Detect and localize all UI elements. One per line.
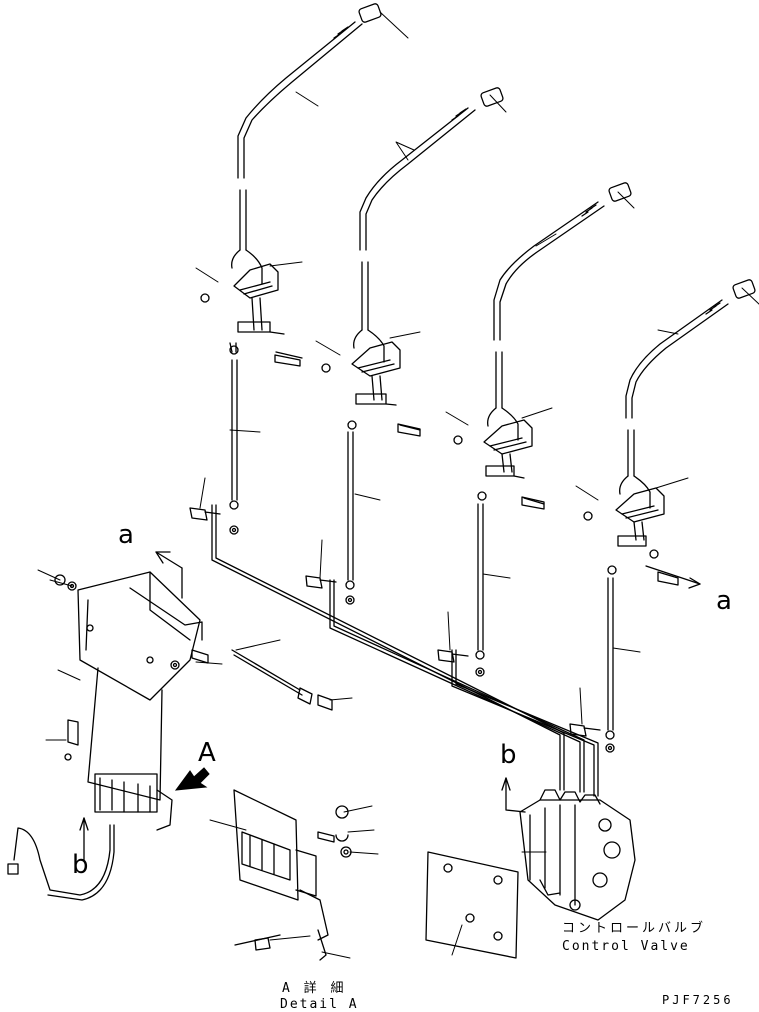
detail-a-title-en: Detail A	[280, 997, 359, 1012]
leader-lines	[37, 11, 759, 959]
section-label-b-left: b	[72, 850, 89, 880]
plate-hole	[443, 863, 453, 873]
control-valve-plate	[425, 851, 519, 959]
plate-hole	[465, 913, 475, 923]
section-arrows	[79, 551, 526, 861]
view-label-A: A	[198, 738, 216, 768]
drawing-code: PJF7256	[662, 993, 734, 1007]
detail-a-view	[233, 789, 352, 961]
control-valve-label-en: Control Valve	[562, 939, 690, 954]
section-label-a-left: a	[118, 520, 134, 550]
control-valve	[519, 789, 636, 921]
control-lever-4	[569, 279, 756, 753]
control-lever-2	[305, 87, 504, 605]
view-direction-arrow-icon	[174, 767, 210, 791]
wire-harness	[13, 824, 115, 901]
wire-connector	[7, 863, 19, 875]
control-lever-3	[437, 182, 632, 677]
control-lever-1	[189, 3, 382, 535]
section-label-b-right: b	[500, 740, 517, 770]
plate-hole	[493, 931, 503, 941]
link-rods	[211, 504, 599, 797]
detail-a-title-jp: A 詳 細	[282, 981, 347, 996]
control-valve-label-jp: コントロールバルブ	[562, 921, 707, 936]
plate-hole	[493, 875, 503, 885]
section-label-a-right: a	[716, 586, 732, 616]
left-bracket-assembly	[54, 571, 333, 831]
